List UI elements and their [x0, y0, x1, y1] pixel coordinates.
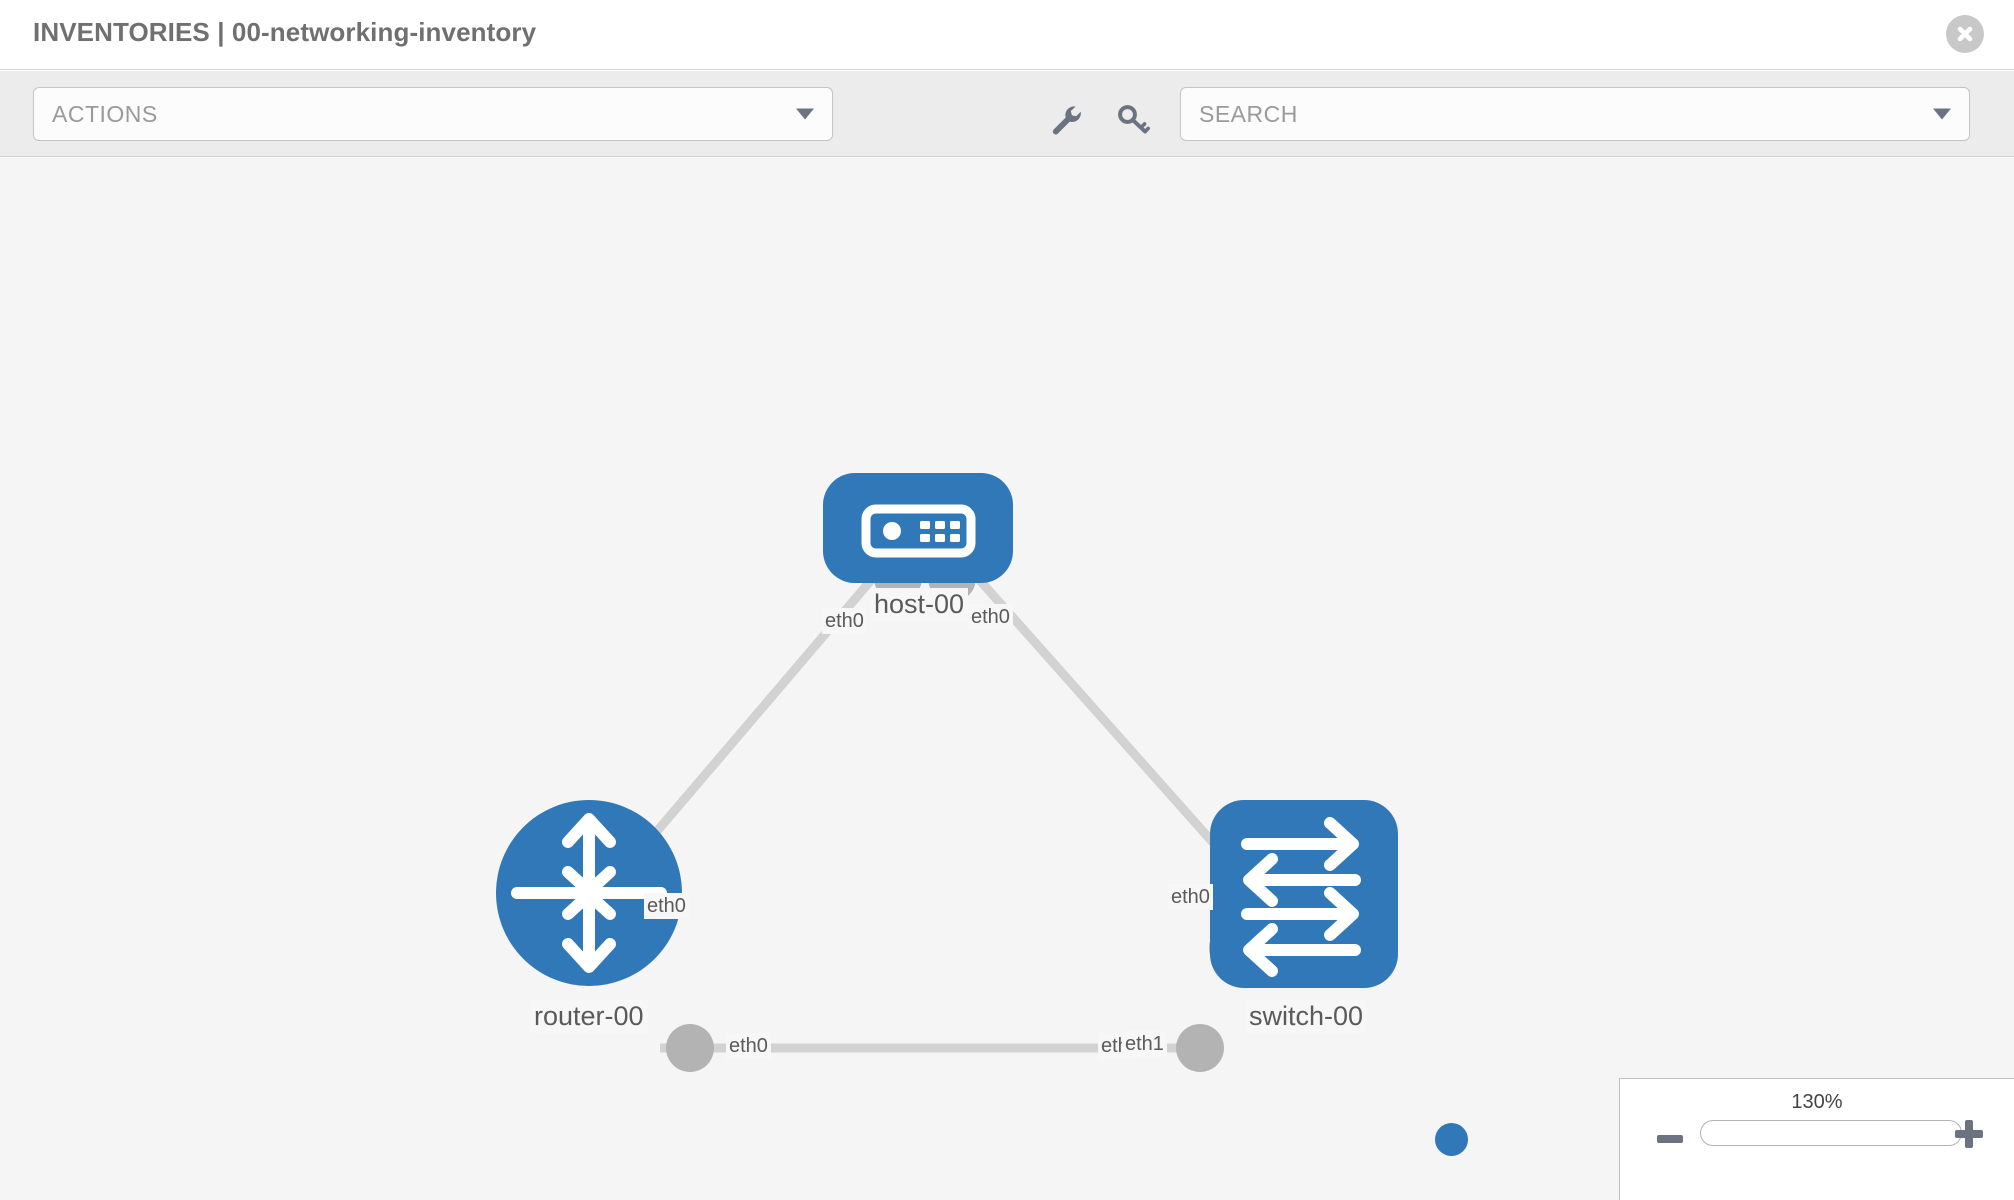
node-host-00[interactable]: [823, 473, 1013, 583]
close-icon[interactable]: [1946, 15, 1984, 53]
chevron-down-icon: [1933, 108, 1951, 120]
wrench-icon[interactable]: [1047, 101, 1083, 137]
chevron-down-icon: [796, 108, 814, 120]
port-label-host-left: eth0: [822, 608, 867, 634]
switch-icon: [1241, 817, 1361, 977]
zoom-in-button[interactable]: [1955, 1120, 1983, 1148]
server-icon: [861, 504, 976, 558]
node-switch-00[interactable]: [1210, 800, 1398, 988]
zoom-slider-track[interactable]: [1700, 1120, 1962, 1146]
node-label-router-00: router-00: [530, 1000, 648, 1033]
search-placeholder: SEARCH: [1199, 101, 1298, 127]
actions-dropdown[interactable]: ACTIONS: [33, 87, 833, 141]
page-title: INVENTORIES | 00-networking-inventory: [33, 17, 537, 47]
port-label-router-right: eth0: [726, 1033, 771, 1059]
search-input[interactable]: SEARCH: [1180, 87, 1970, 141]
node-label-host-00: host-00: [870, 588, 969, 621]
page-header: INVENTORIES | 00-networking-inventory: [0, 0, 2014, 70]
zoom-out-button[interactable]: [1657, 1135, 1683, 1143]
port-label-host-right: eth0: [968, 604, 1013, 630]
key-icon[interactable]: [1115, 101, 1151, 137]
topology-connectors: [666, 554, 1261, 1072]
topology-graph: [496, 473, 1398, 1072]
connector-router-right[interactable]: [666, 1024, 714, 1072]
connector-switch-left[interactable]: [1176, 1024, 1224, 1072]
zoom-percent-label: 130%: [1791, 1091, 1843, 1113]
node-label-switch-00: switch-00: [1245, 1000, 1368, 1033]
topology-edges: [596, 555, 1284, 1053]
actions-dropdown-label: ACTIONS: [52, 101, 158, 127]
topology-canvas[interactable]: host-00 router-00 switch-00 eth0 eth0 et…: [0, 158, 2014, 1200]
port-label-switch-left-b: eth1: [1122, 1031, 1167, 1057]
zoom-control-panel: 130%: [1619, 1078, 2014, 1200]
port-label-switch-up: eth0: [1168, 884, 1213, 910]
port-label-router-up: eth0: [644, 893, 689, 919]
toolbar: ACTIONS SEARCH: [0, 71, 2014, 157]
zoom-slider-thumb[interactable]: [1435, 1123, 1468, 1156]
